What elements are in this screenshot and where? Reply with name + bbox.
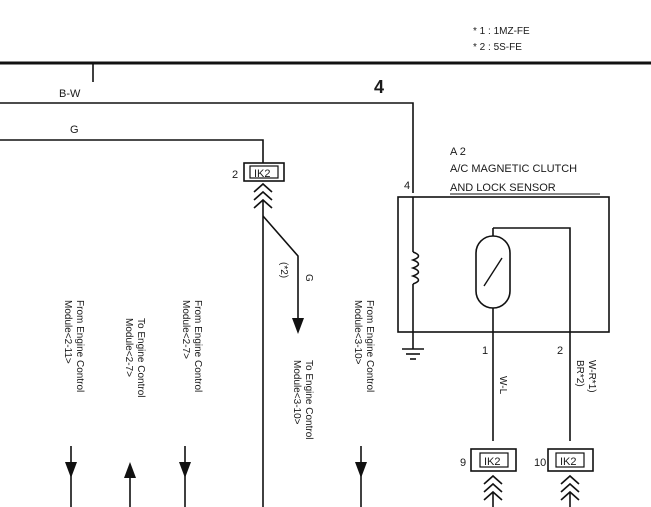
ik2-top-inner [249, 165, 279, 179]
coil-symbol [410, 251, 420, 285]
arrow3-label-2: Module<2-7> [180, 300, 191, 359]
arrow5-label-1: From Engine Control [364, 300, 375, 392]
ik2-a-chevron-1 [483, 474, 503, 485]
ik2-a-label: IK2 [484, 456, 501, 468]
ik2-b-inner [555, 452, 585, 468]
note-1mz-fe: * 1 : 1MZ-FE [473, 26, 530, 37]
arrow1-label-2: Module<2-11> [62, 300, 73, 364]
sensor-wire-right [493, 227, 571, 441]
ik2-a-connector [470, 448, 517, 472]
wire-label-star2: (*2) [278, 262, 289, 278]
arrow1-label-1: From Engine Control [74, 300, 85, 392]
note-5s-fe: * 2 : 5S-FE [473, 42, 522, 53]
ik2-b-connector [547, 448, 594, 472]
page-number: 4 [374, 77, 384, 97]
sensor-slash [483, 257, 503, 287]
branch-arrow-label-1: To Engine Control [303, 360, 314, 440]
wire-g [0, 139, 264, 163]
ik2-b-pin: 10 [534, 457, 546, 469]
wire-label-bw: B-W [59, 88, 81, 100]
arrow5-label-2: Module<3-10> [352, 300, 363, 365]
wire-bw [0, 102, 414, 193]
branch-arrow-label-2: Module<3-10> [291, 360, 302, 425]
ik2-top-chevron-1 [253, 182, 273, 193]
ik2-a-chevron-2 [483, 482, 503, 493]
ik2-b-chevron-2 [560, 482, 580, 493]
ik2-b-chevron-1 [560, 474, 580, 485]
wire-label-br: BR*2) [574, 360, 585, 387]
component-name-2: AND LOCK SENSOR [450, 182, 556, 194]
component-name-1: A/C MAGNETIC CLUTCH [450, 163, 577, 175]
arrow-branch-down [292, 318, 304, 334]
component-pin-2: 2 [557, 345, 563, 357]
ik2-b-label: IK2 [560, 456, 577, 468]
wire-label-wl: W-L [497, 376, 508, 395]
arrow3-label-1: From Engine Control [192, 300, 203, 392]
component-ref: A 2 [450, 146, 466, 158]
ik2-top-pin: 2 [232, 169, 238, 181]
wire-label-g-branch: G [303, 274, 314, 282]
component-pin-coil: 4 [404, 180, 410, 192]
wire-label-wr: W-R*1) [586, 360, 597, 393]
wire-g-branch [262, 215, 299, 320]
ik2-top-connector [243, 162, 285, 182]
ik2-a-inner [479, 452, 509, 468]
arrow2-label-1: To Engine Control [135, 318, 146, 398]
wire-label-g: G [70, 124, 79, 136]
arrow2-label-2: Module<2-7> [123, 318, 134, 377]
ik2-a-pin: 9 [460, 457, 466, 469]
ik2-top-label: IK2 [254, 168, 271, 180]
ik2-top-chevron-2 [253, 190, 273, 201]
component-pin-1: 1 [482, 345, 488, 357]
